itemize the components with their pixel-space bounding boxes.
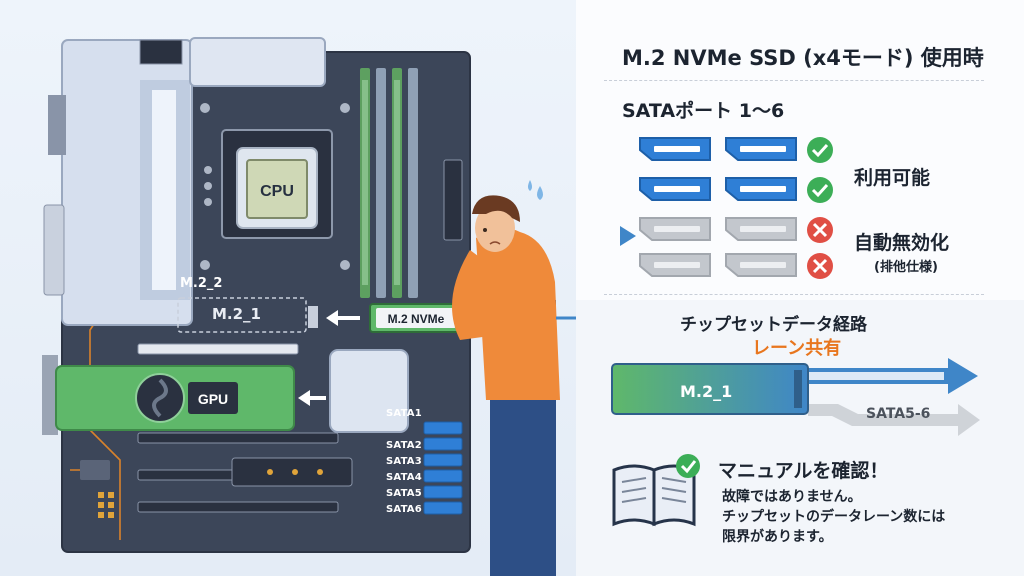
sata-label: SATA4 xyxy=(386,472,422,483)
lane-share-diagram xyxy=(611,358,980,436)
m2-1-label: M.2_1 xyxy=(212,305,261,323)
ram-slots xyxy=(360,68,418,298)
check-icon xyxy=(807,177,833,203)
sweat-drop-icon xyxy=(537,186,543,200)
sata-label: SATA6 xyxy=(386,504,422,515)
arrow-left-icon xyxy=(298,390,310,406)
cross-icon xyxy=(807,217,833,243)
sata-port-grid xyxy=(639,137,833,279)
panel-title: M.2 NVMe SSD (x4モード) 使用時 xyxy=(622,46,984,70)
manual-line: 故障ではありません。 xyxy=(722,489,862,505)
disabled-label: 自動無効化 xyxy=(854,232,950,254)
manual-line: チップセットのデータレーン数には xyxy=(722,509,946,525)
book-icon xyxy=(612,454,700,527)
sata-lane-arrow xyxy=(808,404,980,436)
sata-label: SATA2 xyxy=(386,440,422,451)
route-m2-label: M.2_1 xyxy=(680,382,733,401)
arrow-left-icon xyxy=(326,310,338,326)
nvme-label: M.2 NVMe xyxy=(388,312,445,326)
route-sata-label: SATA5-6 xyxy=(866,406,931,422)
check-icon xyxy=(807,137,833,163)
divider xyxy=(604,80,984,81)
disabled-sub-label: (排他仕様) xyxy=(874,260,938,275)
sata-heading: SATAポート 1〜6 xyxy=(622,100,785,122)
cpu-label: CPU xyxy=(260,183,294,200)
sata-label: SATA5 xyxy=(386,488,422,499)
route-sub: レーン共有 xyxy=(752,338,842,359)
route-title: チップセットデータ経路 xyxy=(680,315,867,335)
route-connector xyxy=(556,316,576,320)
manual-line: 限界があります。 xyxy=(722,529,833,545)
person-figure xyxy=(452,195,560,576)
arrow-right-icon xyxy=(620,226,636,246)
m2-2-label: M.2_2 xyxy=(180,276,223,291)
check-icon xyxy=(676,454,700,478)
manual-title: マニュアルを確認！ xyxy=(718,460,889,482)
sata-label: SATA1 xyxy=(386,408,422,419)
m2-card xyxy=(611,363,809,415)
right-panel-lower-bg xyxy=(576,300,1024,576)
chipset-heatsink xyxy=(329,349,409,433)
cross-icon xyxy=(807,253,833,279)
motherboard-illustration: CPU xyxy=(42,37,576,576)
m2-1-slot xyxy=(177,297,307,333)
divider xyxy=(604,294,984,295)
available-label: 利用可能 xyxy=(854,167,931,189)
sata-port-column xyxy=(423,421,463,515)
gpu-label: GPU xyxy=(198,391,228,407)
sata-label: SATA3 xyxy=(386,456,422,467)
